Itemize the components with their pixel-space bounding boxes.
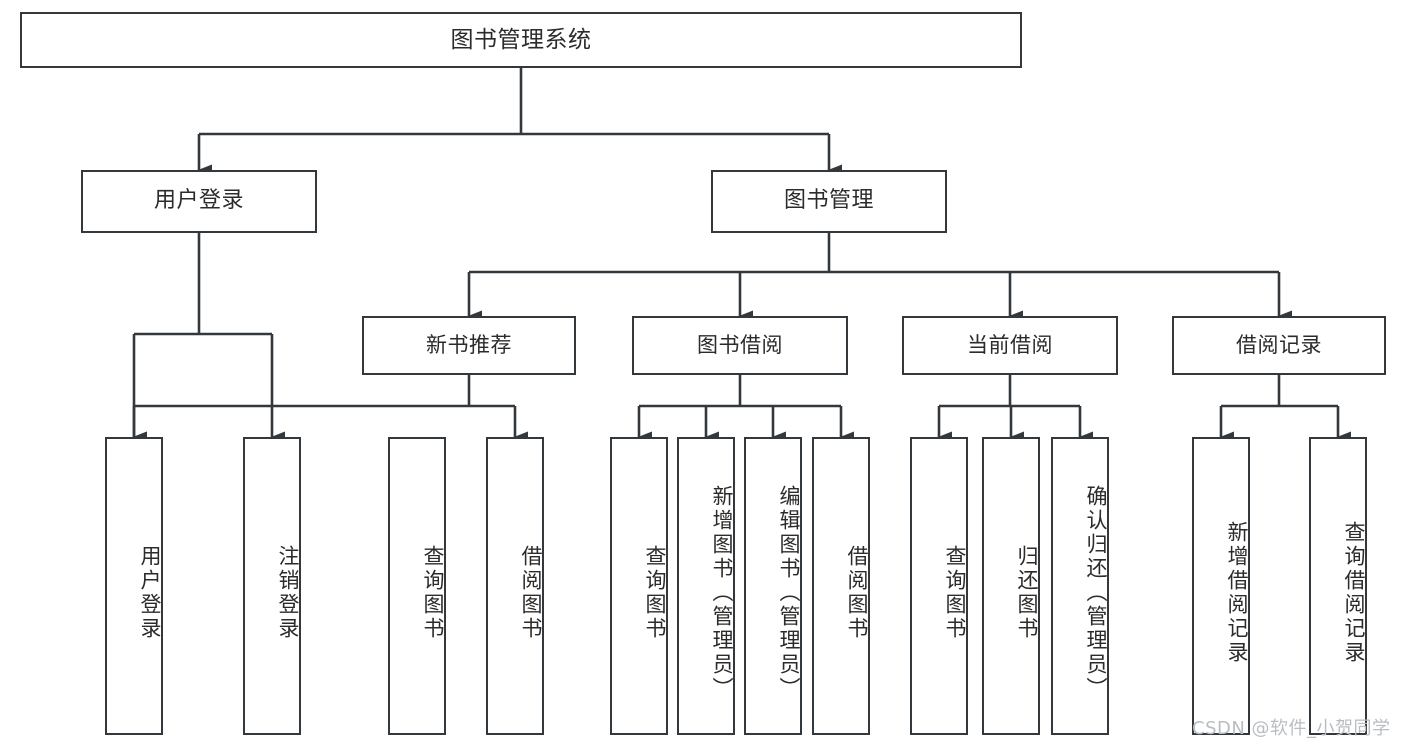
- node-root-title: 图书管理系统: [20, 12, 1022, 68]
- node-leaf-add-book-admin: 新增图书（管理员）: [677, 437, 735, 735]
- node-label: 用户登录: [138, 545, 162, 641]
- node-leaf-borrow-book: 借阅图书: [812, 437, 870, 735]
- node-book-manage: 图书管理: [711, 170, 947, 233]
- node-label: 注销登录: [276, 545, 300, 641]
- node-label: 查询借阅记录: [1342, 521, 1366, 665]
- node-label: 确认归还（管理员）: [1084, 485, 1108, 701]
- node-leaf-add-borrow-record: 新增借阅记录: [1192, 437, 1250, 735]
- node-label: 查询图书: [643, 545, 667, 641]
- node-label: 图书管理系统: [450, 26, 592, 53]
- node-label: 借阅记录: [1236, 332, 1322, 357]
- node-leaf-confirm-return-admin: 确认归还（管理员）: [1051, 437, 1109, 735]
- node-leaf-borrow-book-new: 借阅图书: [486, 437, 544, 735]
- node-label: 新增借阅记录: [1225, 521, 1249, 665]
- node-label: 查询图书: [943, 545, 967, 641]
- csdn-watermark: CSDN @软件_小贺同学: [1192, 718, 1391, 739]
- node-label: 新增图书（管理员）: [710, 485, 734, 701]
- node-user-login: 用户登录: [81, 170, 317, 233]
- node-leaf-edit-book-admin: 编辑图书（管理员）: [744, 437, 802, 735]
- node-label: 借阅图书: [845, 545, 869, 641]
- node-leaf-query-book-borrow: 查询图书: [610, 437, 668, 735]
- node-label: 图书管理: [783, 188, 874, 214]
- node-leaf-user-login: 用户登录: [105, 437, 163, 735]
- node-book-borrow: 图书借阅: [632, 316, 848, 375]
- node-label: 图书借阅: [697, 332, 783, 357]
- node-label: 查询图书: [421, 545, 445, 641]
- node-label: 当前借阅: [967, 332, 1053, 357]
- node-current-borrow: 当前借阅: [902, 316, 1118, 375]
- node-label: 新书推荐: [426, 332, 512, 357]
- node-new-book-recommend: 新书推荐: [362, 316, 576, 375]
- node-leaf-logout-login: 注销登录: [243, 437, 301, 735]
- node-label: 用户登录: [153, 188, 244, 214]
- node-borrow-record: 借阅记录: [1172, 316, 1386, 375]
- node-label: 借阅图书: [519, 545, 543, 641]
- node-leaf-return-book: 归还图书: [982, 437, 1040, 735]
- node-label: 编辑图书（管理员）: [777, 485, 801, 701]
- node-leaf-query-borrow-record: 查询借阅记录: [1309, 437, 1367, 735]
- node-leaf-query-book-current: 查询图书: [910, 437, 968, 735]
- node-label: 归还图书: [1015, 545, 1039, 641]
- node-leaf-query-book-new: 查询图书: [388, 437, 446, 735]
